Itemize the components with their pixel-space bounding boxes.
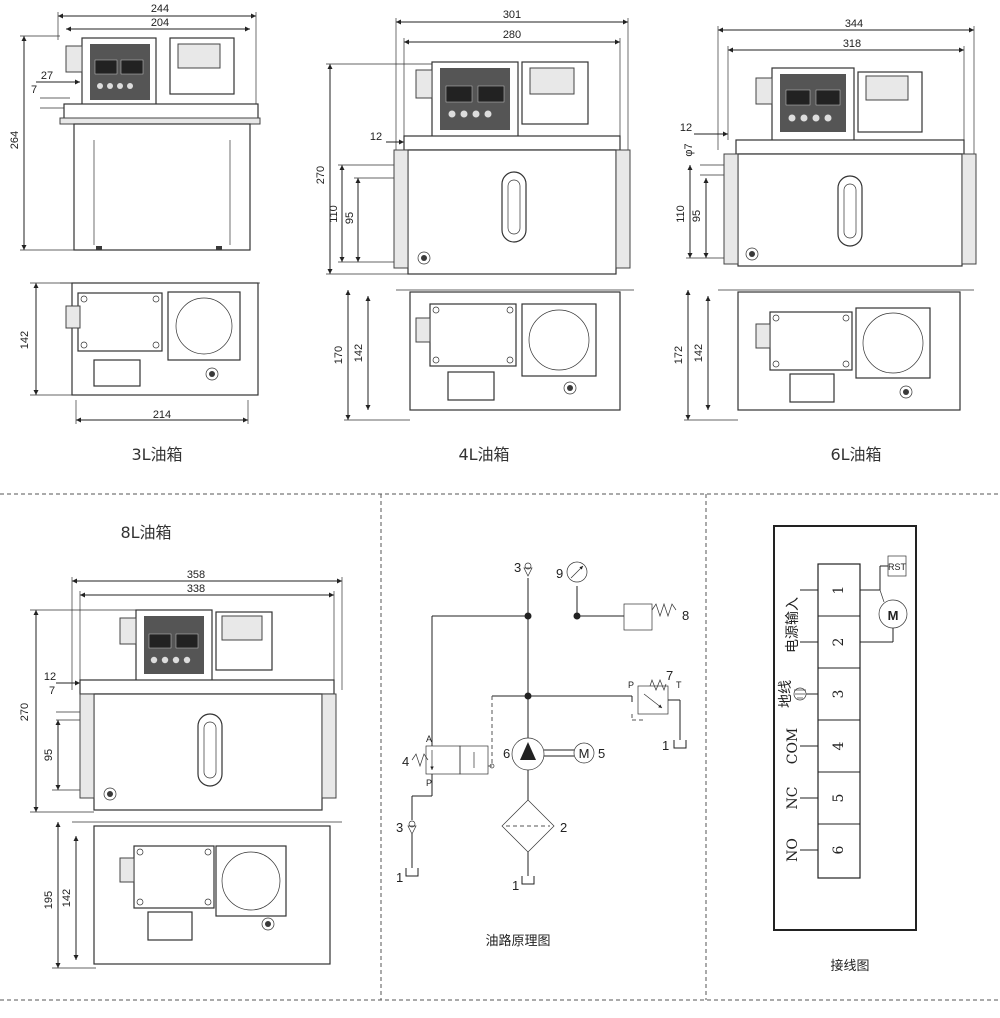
label-motor-m: M [579,746,590,761]
terminal-6: 6 [831,845,847,854]
label-relief-port-p: P [628,680,634,690]
label-motor-5: 5 [598,746,605,761]
label-valve-port-a: A [426,734,432,744]
dim-8l-depth: 142 [61,889,73,907]
label-tank-1-relief: 1 [662,738,669,753]
tank-4l-drawing: 301 280 12 270 110 95 [315,9,634,464]
caption-3l-tank: 3L油箱 [131,445,182,464]
terminal-5: 5 [831,794,847,803]
dim-6l-offset: 12 [680,122,692,134]
dim-4l-height: 270 [315,166,327,184]
label-com: COM [785,728,801,765]
tank-3l-drawing: 244 204 27 7 264 [9,3,261,464]
dim-3l-base-width: 214 [153,409,171,421]
tank-8l-drawing: 8L油箱 358 338 12 7 270 95 [19,523,343,969]
label-check-valve-3-top: 3 [514,560,521,575]
dim-3l-hole: 7 [31,84,37,96]
dim-3l-inner-width: 204 [151,17,169,29]
label-valve-4: 4 [402,754,409,769]
dim-6l-mount-height: 110 [675,205,687,223]
caption-6l-tank: 6L油箱 [830,445,881,464]
label-pressure-switch-8: 8 [682,608,689,623]
terminal-4: 4 [831,741,847,750]
label-ground: 地线 [778,680,794,708]
dim-8l-hole-height: 95 [43,749,55,761]
label-pump-6: 6 [503,746,510,761]
caption-8l-tank: 8L油箱 [120,523,171,542]
caption-oil-circuit: 油路原理图 [485,933,550,948]
dim-8l-hole: 7 [49,685,55,697]
dim-8l-height: 270 [19,703,31,721]
wiring-diagram: 1 2 3 4 5 6 RST M 电源输入 地线 COM NC NO 接线图 [773,525,917,973]
dim-4l-inner-width: 280 [503,29,521,41]
label-gauge-9: 9 [556,566,563,581]
label-power-input: 电源输入 [785,597,801,653]
dim-8l-offset: 12 [44,671,56,683]
label-tank-1-filter: 1 [512,878,519,893]
tank-6l-drawing: 344 318 12 φ7 110 95 [673,18,977,464]
caption-wiring: 接线图 [830,958,869,973]
label-rst: RST [888,562,907,572]
label-relief-valve-7: 7 [666,668,673,683]
dim-6l-outer-width: 344 [845,18,863,30]
label-nc: NC [785,787,801,810]
label-check-valve-3-bottom: 3 [396,820,403,835]
dim-8l-outer-width: 358 [187,569,205,581]
terminal-2: 2 [831,638,847,647]
label-relief-port-t: T [676,680,682,690]
dim-4l-hole-height: 95 [344,212,356,224]
label-wiring-motor: M [888,608,899,623]
terminal-1: 1 [831,586,847,595]
dim-3l-offset: 27 [41,70,53,82]
dim-6l-depth: 142 [693,344,705,362]
dim-6l-hole: φ7 [683,143,695,156]
dim-4l-offset: 12 [370,131,382,143]
dim-8l-inner-width: 338 [187,583,205,595]
caption-4l-tank: 4L油箱 [458,445,509,464]
dim-4l-outer-width: 301 [503,9,521,21]
dim-6l-inner-width: 318 [843,38,861,50]
dim-8l-depth-outer: 195 [43,891,55,909]
dim-6l-hole-height: 95 [691,210,703,222]
label-valve-port-p: P [426,778,432,788]
dim-4l-mount-height: 110 [328,205,340,223]
dim-3l-depth: 142 [19,331,31,349]
terminal-3: 3 [831,690,847,699]
dim-4l-depth: 142 [353,344,365,362]
label-no: NO [785,838,801,862]
oil-circuit-diagram: 3 9 8 7 P T 1 6 [396,560,689,948]
label-filter-2: 2 [560,820,567,835]
dim-4l-depth-outer: 170 [333,346,345,364]
label-tank-1-valve: 1 [396,870,403,885]
dim-6l-depth-outer: 172 [673,346,685,364]
dim-3l-outer-width: 244 [151,3,169,15]
dim-3l-height: 264 [9,131,21,149]
